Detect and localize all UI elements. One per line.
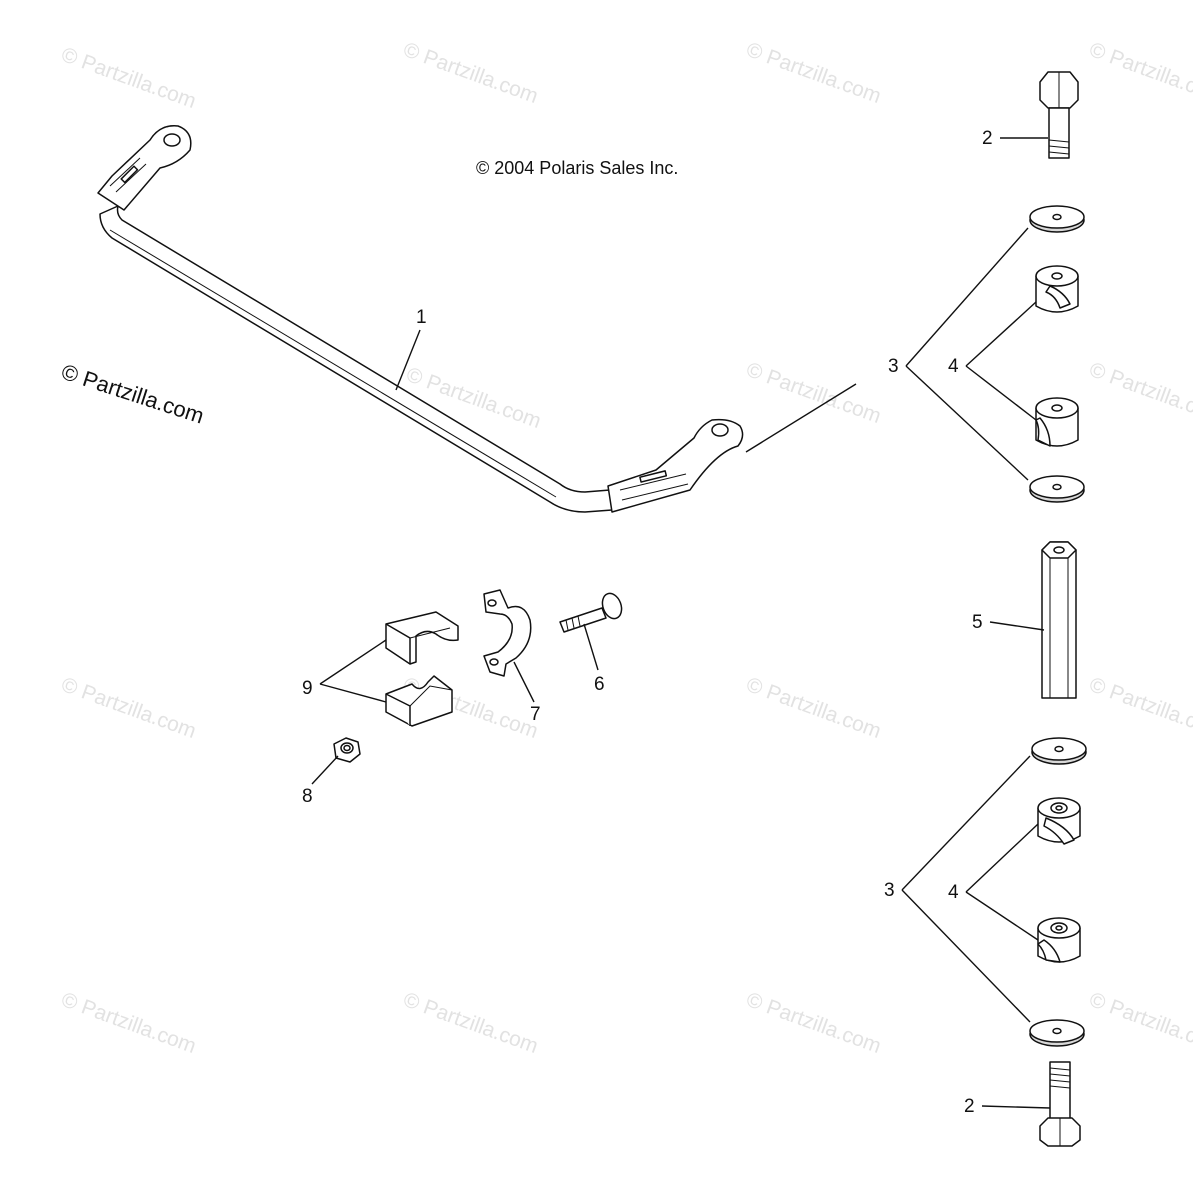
leader-line <box>965 891 1039 941</box>
leader-line <box>989 621 1045 631</box>
watermark: © Partzilla.com <box>400 988 541 1058</box>
leader-line <box>319 683 387 703</box>
leader-line <box>319 639 387 685</box>
clamp-half-upper <box>385 611 459 665</box>
leader-line <box>583 623 599 671</box>
washer-bottom-lower <box>1029 1019 1085 1047</box>
clamp-half-lower <box>385 675 453 727</box>
watermark: © Partzilla.com <box>400 38 541 108</box>
watermark: © Partzilla.com <box>1086 673 1193 743</box>
washer-top <box>1029 205 1085 233</box>
washer-bottom-upper <box>1031 737 1087 765</box>
watermark: © Partzilla.com <box>58 43 199 113</box>
callout-4: 4 <box>948 882 959 903</box>
watermark: © Partzilla.com <box>743 673 884 743</box>
watermark: © Partzilla.com <box>743 358 884 428</box>
bushing-lower-1 <box>1037 797 1081 845</box>
leader-line <box>905 227 1029 367</box>
callout-6: 6 <box>594 674 605 695</box>
leader-line <box>513 661 535 703</box>
callout-9: 9 <box>302 678 313 699</box>
leader-line <box>965 823 1039 893</box>
callout-2: 2 <box>982 128 993 149</box>
callout-2: 2 <box>964 1096 975 1117</box>
nut <box>333 737 361 763</box>
watermark: © Partzilla.com <box>58 673 199 743</box>
callout-3: 3 <box>884 880 895 901</box>
watermark-layer: © Partzilla.com © Partzilla.com © Partzi… <box>58 38 1193 1058</box>
leader-line <box>311 755 339 785</box>
washer-top-lower <box>1029 475 1085 503</box>
spacer-sleeve <box>1041 541 1077 699</box>
callout-3: 3 <box>888 356 899 377</box>
bolt-top <box>1039 71 1079 159</box>
bushing-upper-1 <box>1035 265 1079 313</box>
leader-line <box>965 365 1037 421</box>
watermark-partzilla: © Partzilla.com <box>58 359 207 429</box>
leader-line <box>395 329 421 391</box>
leader-line <box>965 301 1037 367</box>
leader-line <box>901 889 1031 1023</box>
watermark: © Partzilla.com <box>743 988 884 1058</box>
watermark: © Partzilla.com <box>58 988 199 1058</box>
stabilizer-bar <box>97 125 744 513</box>
callout-1: 1 <box>416 307 427 328</box>
watermark: © Partzilla.com <box>1086 38 1193 108</box>
carriage-bolt <box>559 592 623 633</box>
leader-line <box>905 365 1029 481</box>
bolt-bottom <box>1039 1061 1081 1147</box>
watermark: © Partzilla.com <box>1086 358 1193 428</box>
callout-8: 8 <box>302 786 313 807</box>
leader-line <box>745 383 857 453</box>
watermark: © Partzilla.com <box>1086 988 1193 1058</box>
watermark: © Partzilla.com <box>743 38 884 108</box>
callout-5: 5 <box>972 612 983 633</box>
callout-4: 4 <box>948 356 959 377</box>
leader-line <box>981 1105 1051 1109</box>
bushing-upper-2 <box>1035 397 1079 447</box>
copyright-text: © 2004 Polaris Sales Inc. <box>476 158 678 178</box>
callout-7: 7 <box>530 704 541 725</box>
leader-line <box>901 755 1031 891</box>
bushing-lower-2 <box>1037 917 1081 963</box>
clamp-bracket <box>483 589 532 677</box>
